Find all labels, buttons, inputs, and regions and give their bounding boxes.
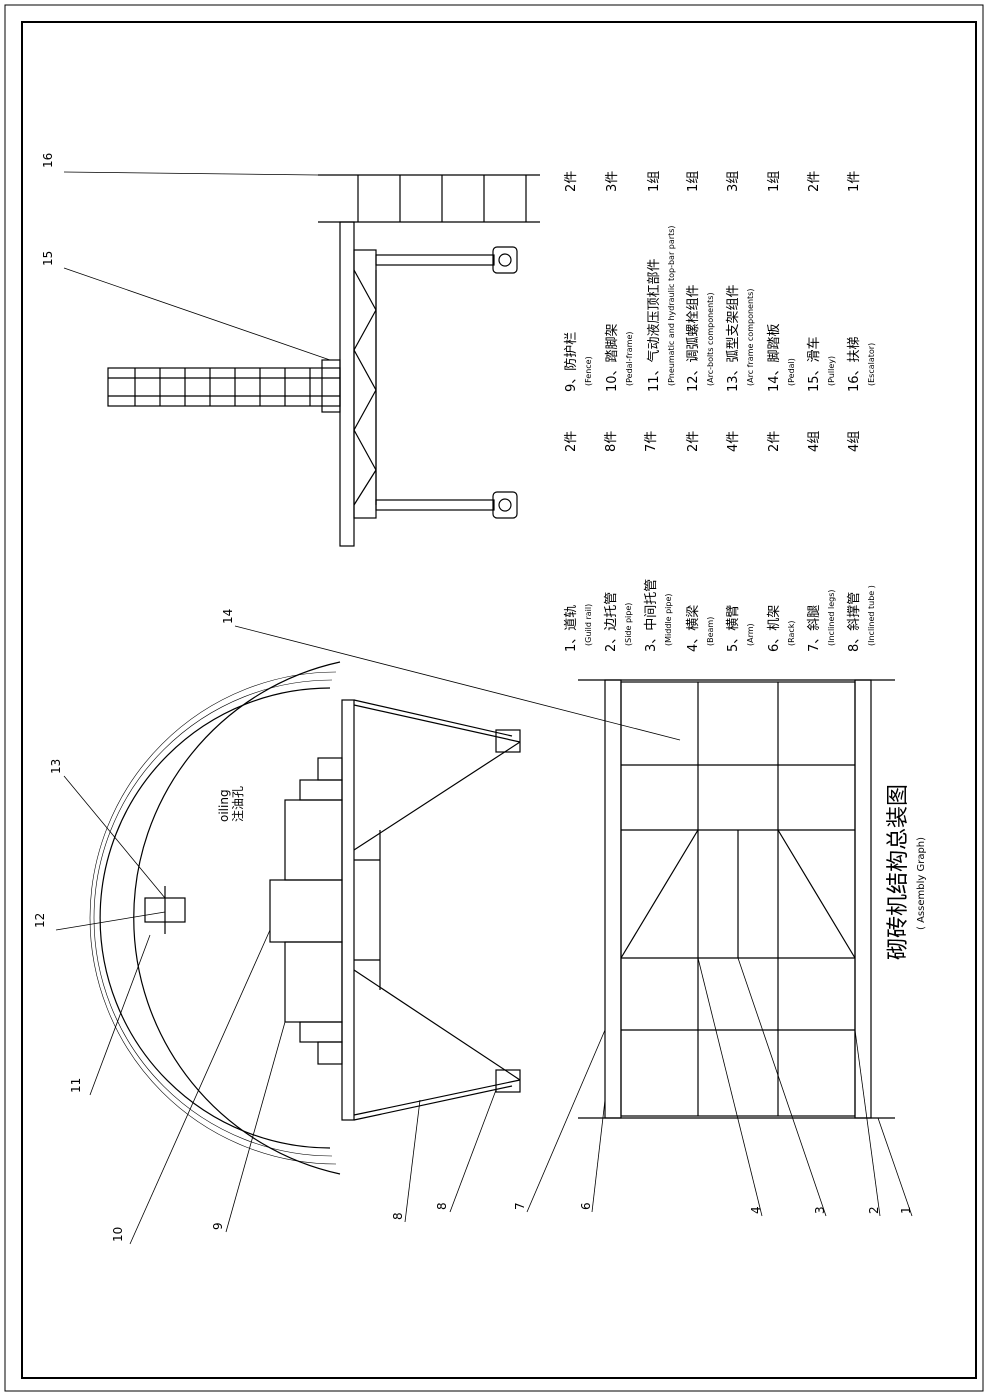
callout-1: 1: [899, 1206, 913, 1214]
part-name-en: (Rack): [787, 620, 796, 646]
callout-15: 15: [41, 251, 55, 266]
part-name-en: (Arm): [746, 623, 755, 646]
outer-border: [4, 4, 984, 1392]
part-name-en: (Pulley): [827, 356, 836, 386]
callout-6: 6: [579, 1202, 593, 1210]
callout-8a: 8: [391, 1212, 405, 1220]
title-en: ( Assembly Graph): [916, 837, 927, 930]
oiling-label: oiling 注油孔: [217, 786, 245, 822]
side-elevation-view: [107, 174, 540, 547]
part-name: 5、横臂: [726, 605, 741, 652]
part-quantity: 4组: [847, 431, 862, 452]
part-quantity: 2件: [767, 431, 782, 452]
part-name: 10、踏脚架: [604, 323, 620, 392]
part-name-en: (Pedal-frame): [625, 331, 634, 386]
part-name: 8、斜撑管: [847, 592, 862, 652]
part-name: 9、防护栏: [563, 332, 579, 392]
part-quantity: 1组: [647, 171, 662, 192]
oiling-en: oiling: [217, 789, 231, 822]
part-name: 3、中间托管: [644, 579, 659, 652]
parts-list: 1、道轨 (Guild rail) 2件 2、边托管 (Side pipe) 8件 3、中间…: [563, 171, 876, 652]
part-quantity: 4件: [726, 431, 741, 452]
callout-10: 10: [111, 1227, 125, 1242]
part-name: 1、道轨: [564, 605, 579, 652]
callout-3: 3: [813, 1206, 827, 1214]
part-quantity: 7件: [644, 431, 659, 452]
part-name-en: (Middle pipe): [664, 593, 673, 646]
part-name-en: (Arc-bolts components): [706, 292, 715, 386]
part-quantity: 2件: [807, 171, 822, 192]
callout-4: 4: [749, 1206, 763, 1214]
part-quantity: 1组: [767, 171, 782, 192]
part-name: 7、斜腿: [807, 605, 822, 652]
part-quantity: 2件: [564, 431, 579, 452]
part-quantity: 2件: [564, 171, 579, 192]
drawing-title: 砌砖机结构总装图 ( Assembly Graph): [886, 784, 927, 960]
part-name: 15、滑车: [806, 336, 822, 392]
callout-9: 9: [211, 1222, 225, 1230]
part-quantity: 3件: [605, 171, 620, 192]
part-name-en: (Escalator): [867, 343, 876, 386]
callout-leaders: [55, 171, 913, 1245]
part-name: 2、边托管: [604, 592, 619, 652]
part-name-en: (Pedal): [787, 358, 796, 386]
callout-7: 7: [513, 1202, 527, 1210]
part-quantity: 8件: [604, 431, 619, 452]
title-cn: 砌砖机结构总装图: [886, 784, 911, 960]
callout-16: 16: [41, 153, 55, 168]
part-quantity: 3组: [726, 171, 741, 192]
callout-8b: 8: [435, 1202, 449, 1210]
part-quantity: 1组: [686, 171, 701, 192]
part-quantity: 4组: [807, 431, 822, 452]
part-name-en: (Fence): [584, 356, 593, 386]
part-name: 6、机架: [767, 605, 782, 652]
part-name-en: (Guild rail): [584, 604, 593, 646]
part-name-en: (Pneumatic and hydraulic top-bar parts): [667, 226, 676, 387]
part-name: 12、调弧螺栓组件: [686, 284, 701, 392]
part-name-en: (Side pipe): [624, 603, 633, 646]
callout-12: 12: [33, 913, 47, 928]
part-name: 16、扶梯: [847, 336, 862, 392]
part-quantity: 1件: [847, 171, 862, 192]
front-view-arc: [89, 661, 521, 1175]
part-name-en: (Inclined tube ): [867, 585, 876, 646]
inner-border: [21, 21, 977, 1379]
part-name: 13、弧型支架组件: [726, 284, 741, 392]
callout-14: 14: [221, 609, 235, 624]
callout-11: 11: [69, 1078, 83, 1093]
part-name: 11、气动液压顶杠部件: [646, 258, 662, 392]
part-name: 14、脚踏板: [766, 323, 782, 392]
callout-13: 13: [49, 759, 63, 774]
callout-2: 2: [867, 1206, 881, 1214]
plan-view: [578, 679, 895, 1119]
callout-numbers: 16 15 14 13 12 11 10 9 8 8 7 6 4 3 2 1: [33, 153, 913, 1242]
part-name: 4、横梁: [686, 605, 701, 652]
part-name-en: (Inclined legs): [827, 589, 836, 646]
part-quantity: 2件: [686, 431, 701, 452]
part-name-en: (Beam): [706, 617, 715, 646]
part-name-en: (Arc frame components): [746, 289, 755, 386]
oiling-cn: 注油孔: [230, 786, 245, 822]
